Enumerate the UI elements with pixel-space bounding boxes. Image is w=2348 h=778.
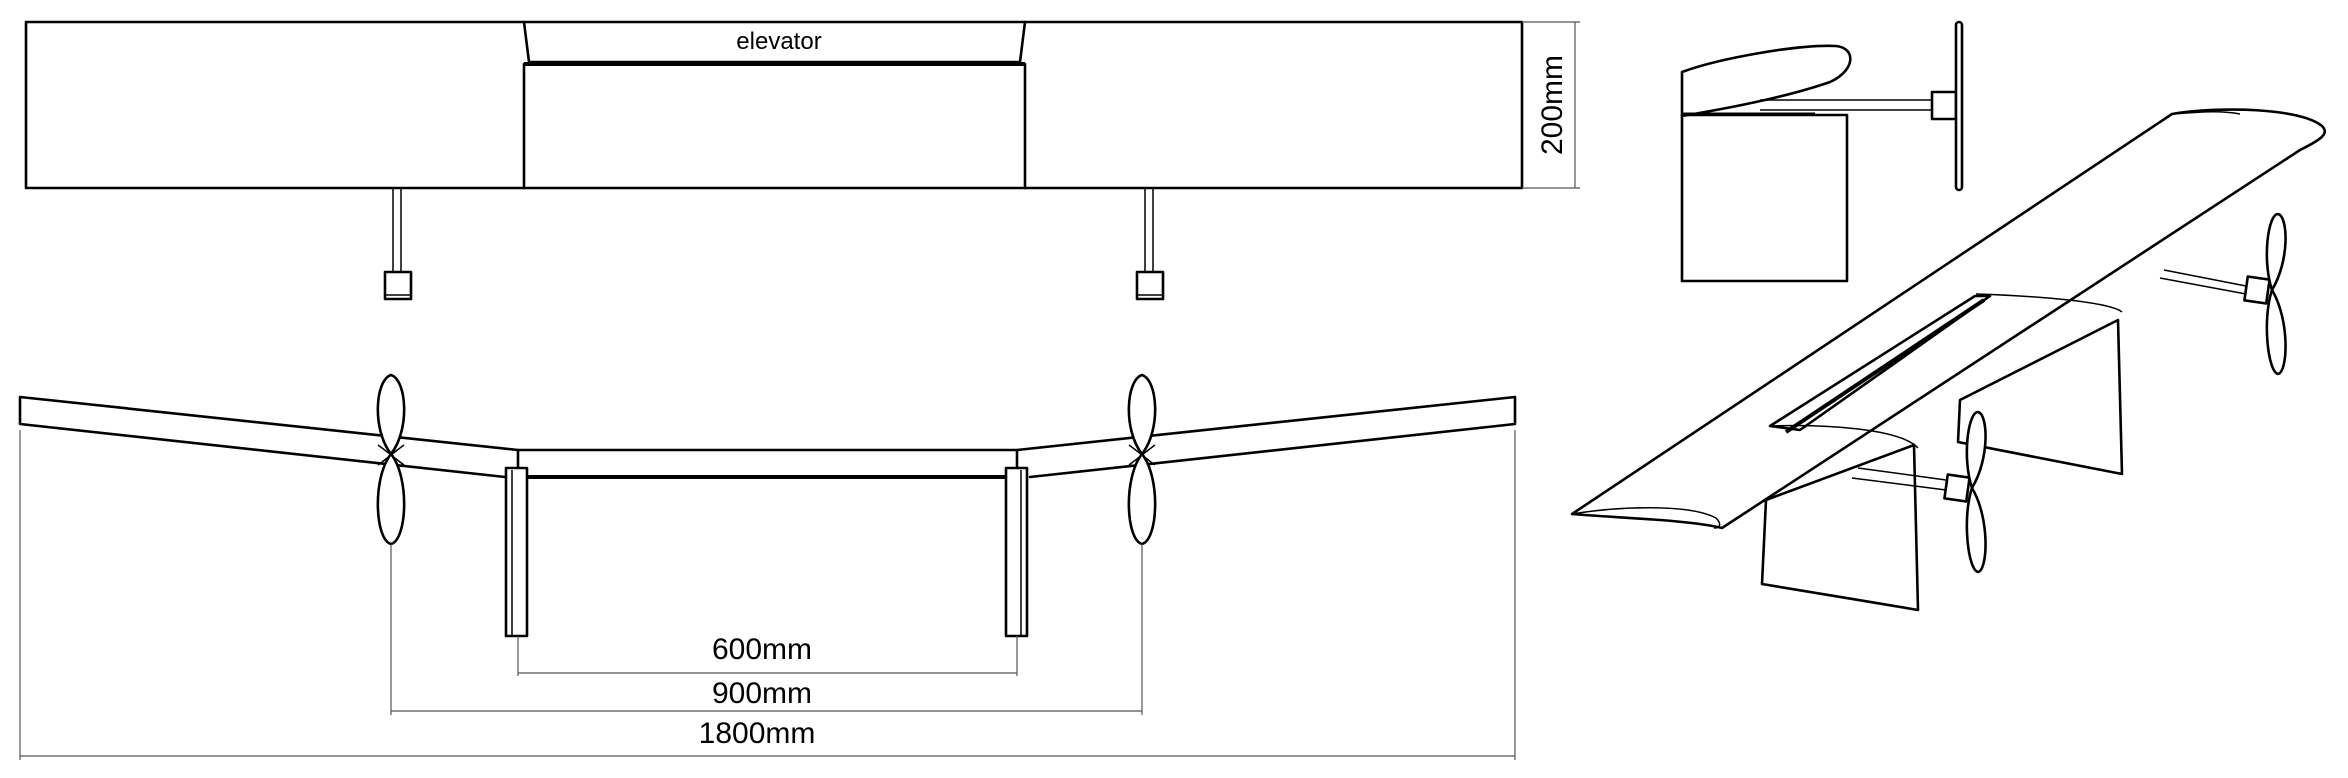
left-propeller [376, 373, 406, 546]
dim-1800-label: 1800mm [699, 717, 816, 750]
iso-fin-front [1760, 443, 1920, 612]
right-fin [1004, 466, 1029, 638]
iso-center-chord-2 [1769, 424, 1919, 449]
side-airfoil [1680, 44, 1852, 118]
right-propeller [1127, 373, 1157, 546]
iso-boom-left-b [1851, 477, 1947, 491]
left-wing-panel [18, 395, 520, 479]
side-fin [1680, 113, 1849, 283]
iso-center-chord [1975, 293, 2123, 313]
side-propeller [1954, 20, 1964, 192]
top-view: elevator 200mm [24, 20, 1580, 301]
iso-right-tip [2171, 110, 2241, 115]
iso-fin-rear [1956, 318, 2124, 476]
dim-600-label: 600mm [712, 633, 812, 666]
center-wing-section [516, 448, 1019, 479]
iso-motor-left [1943, 473, 1971, 503]
iso-boom-right-b [2159, 277, 2247, 295]
wing-planform [24, 20, 1524, 190]
iso-elevator-hinge [1784, 298, 1986, 434]
iso-left-tip [1571, 506, 1721, 529]
dim-900-label: 900mm [712, 677, 812, 710]
side-view [1680, 20, 1964, 283]
isometric-view [1570, 108, 2327, 612]
iso-boom-left-a [1857, 467, 1947, 481]
iso-boom-right-a [2163, 269, 2247, 287]
side-motor [1930, 90, 1958, 121]
left-fin [504, 466, 529, 638]
right-wing-panel [1015, 395, 1517, 479]
dim-200-label: 200mm [1536, 55, 1569, 155]
iso-prop-left [1965, 410, 1987, 574]
front-view: 600mm 900mm 1800mm [18, 373, 1517, 760]
iso-motor-right [2243, 275, 2271, 305]
iso-prop-right [2265, 212, 2287, 376]
elevator-label: elevator [736, 28, 821, 55]
